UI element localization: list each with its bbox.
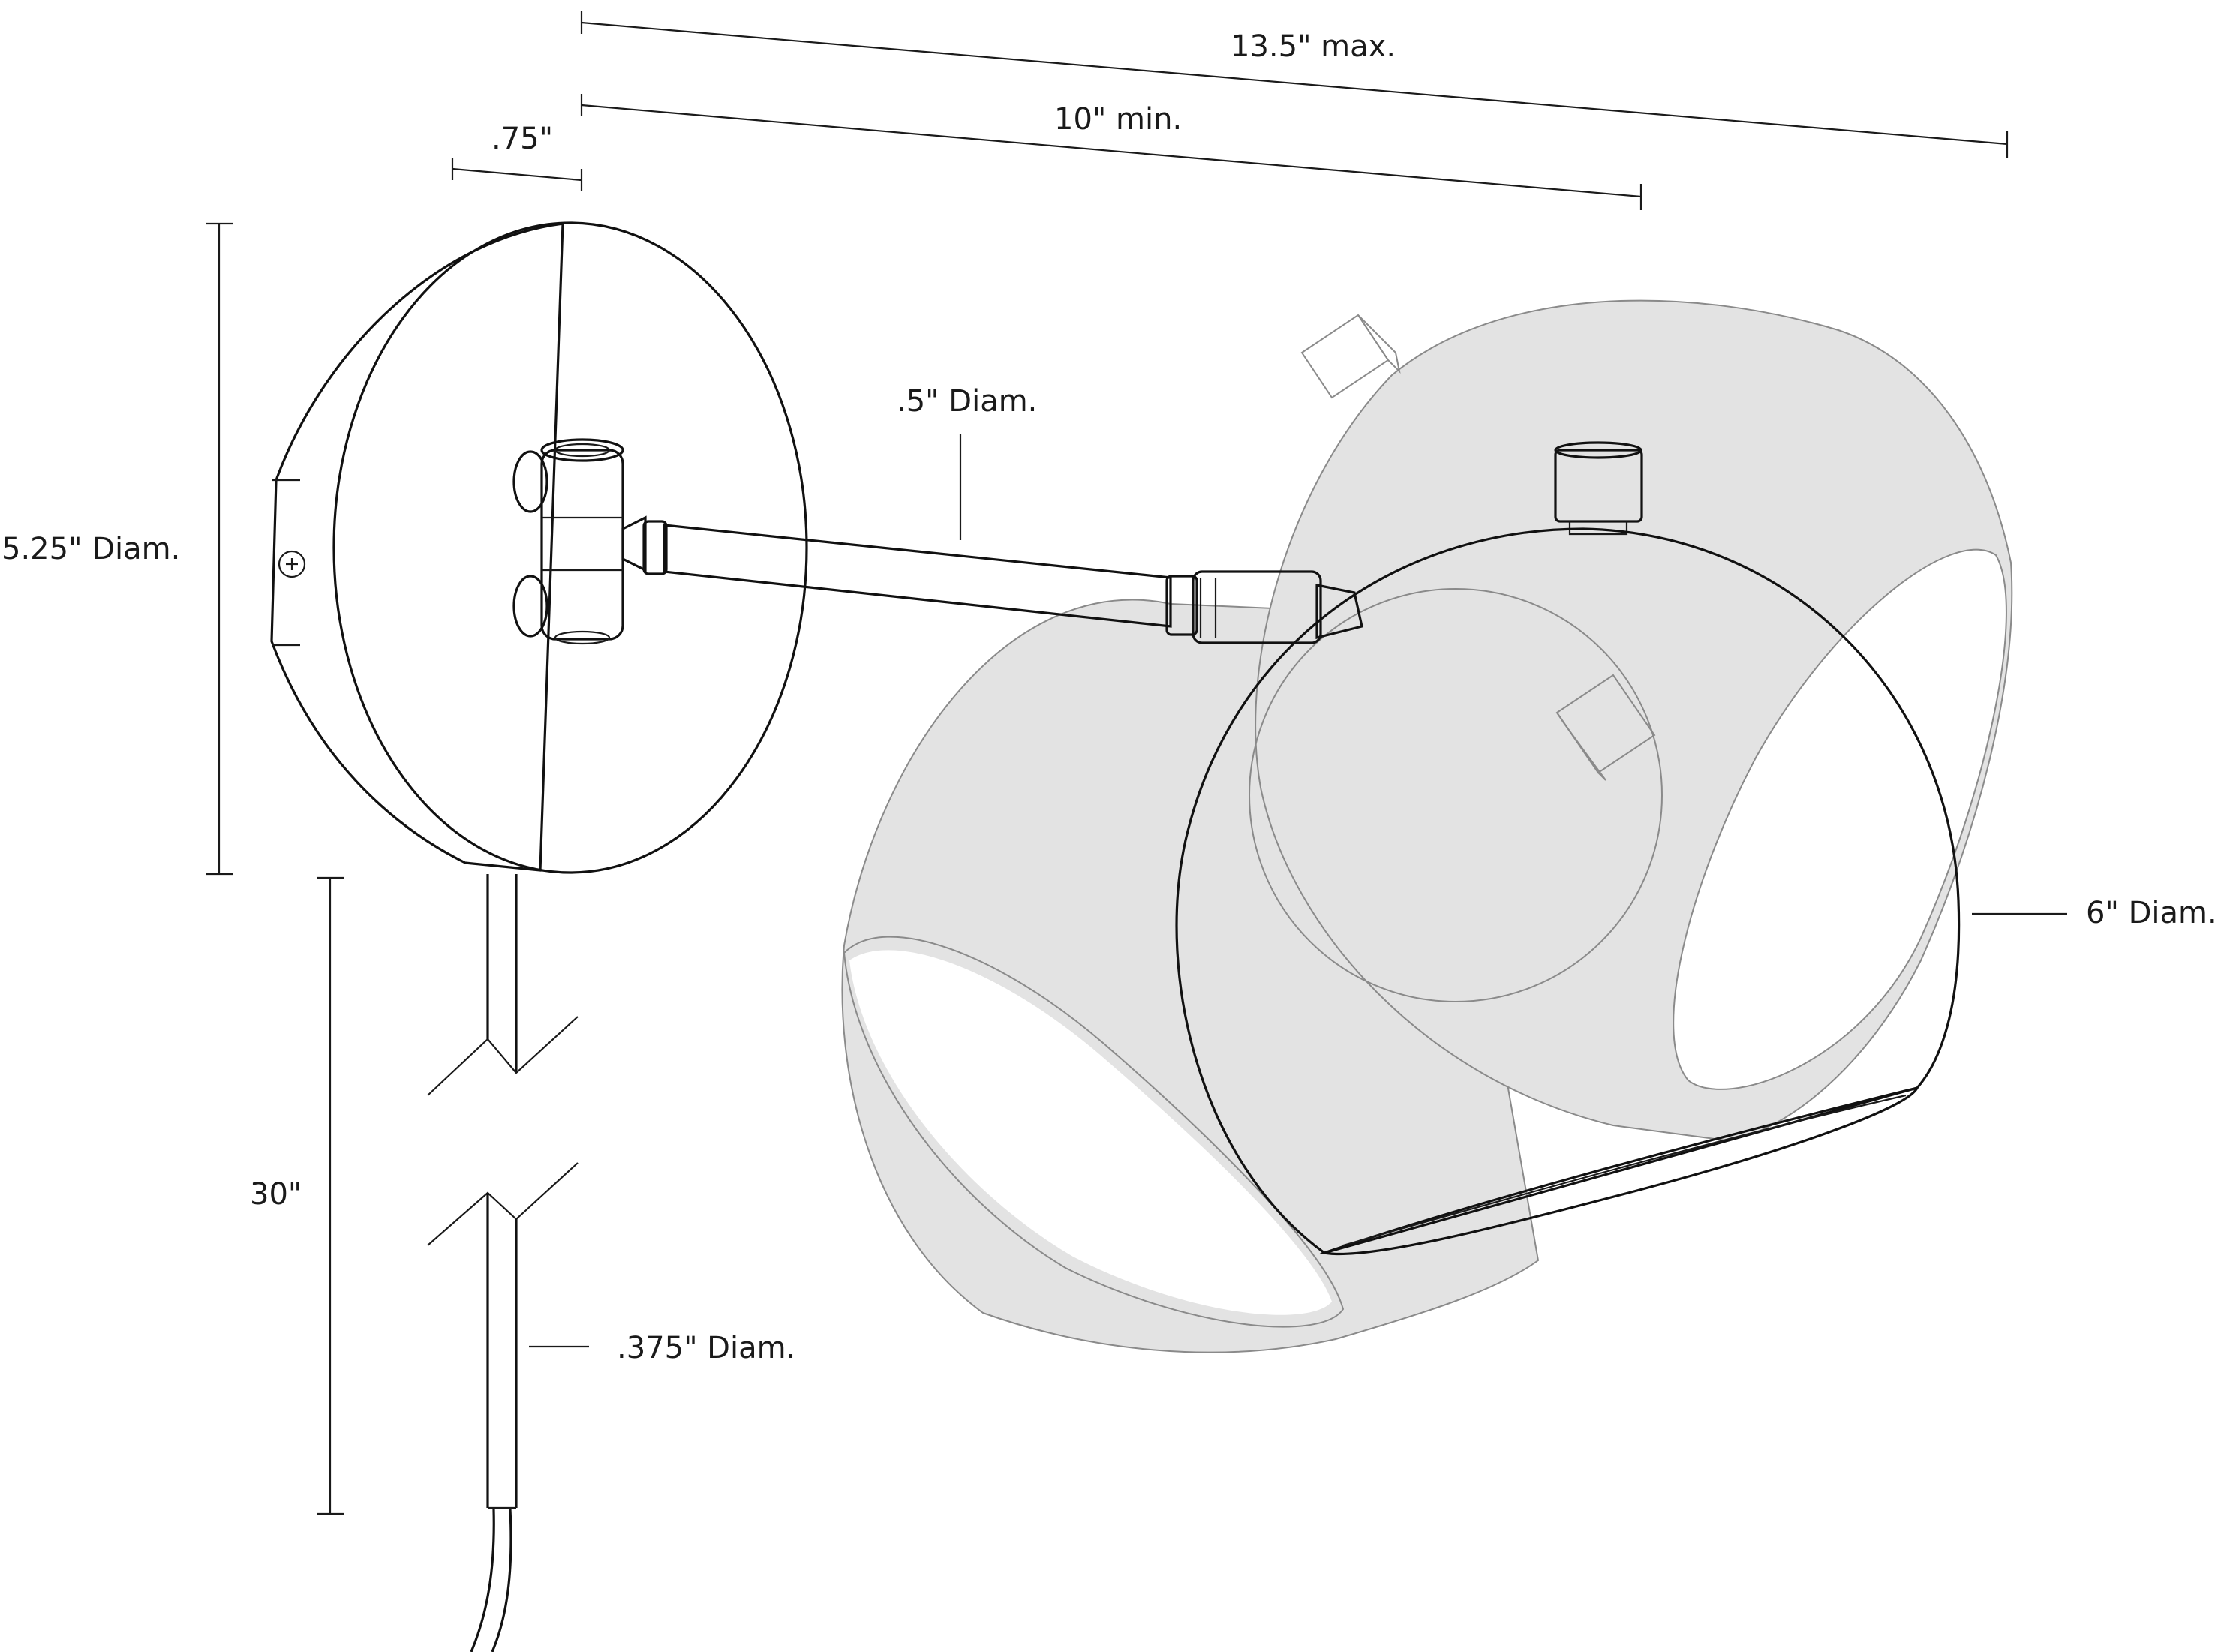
ghost-shade-positions	[841, 299, 2013, 1353]
label-min-reach: 10" min.	[1054, 102, 1182, 137]
ghost-sphere-outline	[1249, 588, 1663, 1002]
screw-icon	[278, 550, 306, 578]
main-shade-opening	[1319, 1086, 1919, 1256]
label-cord-diameter: .375" Diam.	[617, 1331, 795, 1365]
label-max-reach: 13.5" max.	[1231, 29, 1396, 64]
ghost-shade-left-rim	[843, 936, 1345, 1328]
main-shade-body	[1175, 527, 1961, 1254]
swivel-knuckle	[512, 438, 624, 645]
ghost-socket-mid	[1555, 674, 1656, 781]
label-shade-diameter: 6" Diam.	[2086, 896, 2217, 930]
backplate-face	[332, 221, 808, 874]
label-backplate-diameter: 5.25" Diam.	[2, 532, 180, 566]
label-backplate-depth: .75"	[491, 122, 553, 156]
ghost-socket-top	[1300, 314, 1401, 399]
ghost-shade-upper-rim-line	[1673, 548, 2007, 1090]
cord	[427, 874, 579, 1652]
dimension-labels: 13.5" max. 10" min. .75" 5.25" Diam. .5"…	[2, 29, 2217, 1365]
ghost-shade-upper-rim	[1673, 549, 2006, 1089]
ghost-shade-left-rim-inner	[849, 950, 1332, 1315]
label-cord-length: 30"	[250, 1177, 302, 1212]
main-shade	[1175, 441, 1961, 1256]
label-arm-diameter: .5" Diam.	[897, 384, 1037, 419]
backplate	[270, 221, 808, 874]
dimension-lines	[206, 11, 2067, 1515]
swing-arm	[621, 515, 1363, 644]
